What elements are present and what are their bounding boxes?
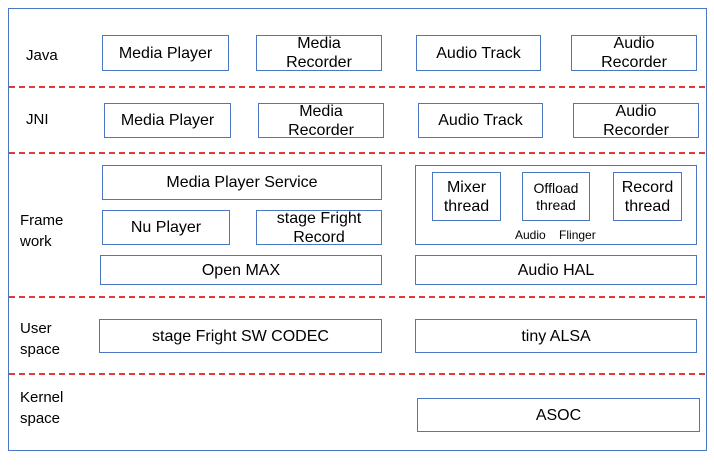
stagefright-record-box: stage Fright Record <box>256 210 382 246</box>
layer-label-jni: JNI <box>26 111 49 128</box>
java-media-player-box: Media Player <box>102 35 229 71</box>
diagram-frame <box>8 8 707 451</box>
jni-media-recorder-box: Media Recorder <box>258 103 384 139</box>
layer-label-java: Java <box>26 47 58 64</box>
separator-user-kernel <box>9 373 705 375</box>
asoc-box: ASOC <box>417 398 700 432</box>
java-audio-track-box: Audio Track <box>416 35 541 71</box>
java-audio-recorder-box: Audio Recorder <box>571 35 697 71</box>
mixer-thread-box: Mixer thread <box>432 172 501 221</box>
stagefright-sw-codec-box: stage Fright SW CODEC <box>99 319 382 353</box>
layer-label-framework: Frame work <box>20 212 64 250</box>
separator-java-jni <box>9 86 705 88</box>
jni-audio-track-box: Audio Track <box>418 103 543 138</box>
record-thread-box: Record thread <box>613 172 682 221</box>
layer-label-kernel-space: Kernel space <box>20 389 64 427</box>
jni-media-player-box: Media Player <box>104 103 231 138</box>
jni-audio-recorder-box: Audio Recorder <box>573 103 699 139</box>
media-player-service-box: Media Player Service <box>102 165 382 200</box>
open-max-box: Open MAX <box>100 255 382 285</box>
layer-label-user-space: User space <box>20 320 61 358</box>
audio-flinger-label: Audio Flinger <box>515 228 596 242</box>
separator-jni-framework <box>9 152 705 154</box>
nu-player-box: Nu Player <box>102 210 230 245</box>
tiny-alsa-box: tiny ALSA <box>415 319 697 353</box>
separator-framework-user <box>9 296 705 298</box>
java-media-recorder-box: Media Recorder <box>256 35 382 71</box>
audio-hal-box: Audio HAL <box>415 255 697 285</box>
offload-thread-box: Offload thread <box>522 172 590 221</box>
